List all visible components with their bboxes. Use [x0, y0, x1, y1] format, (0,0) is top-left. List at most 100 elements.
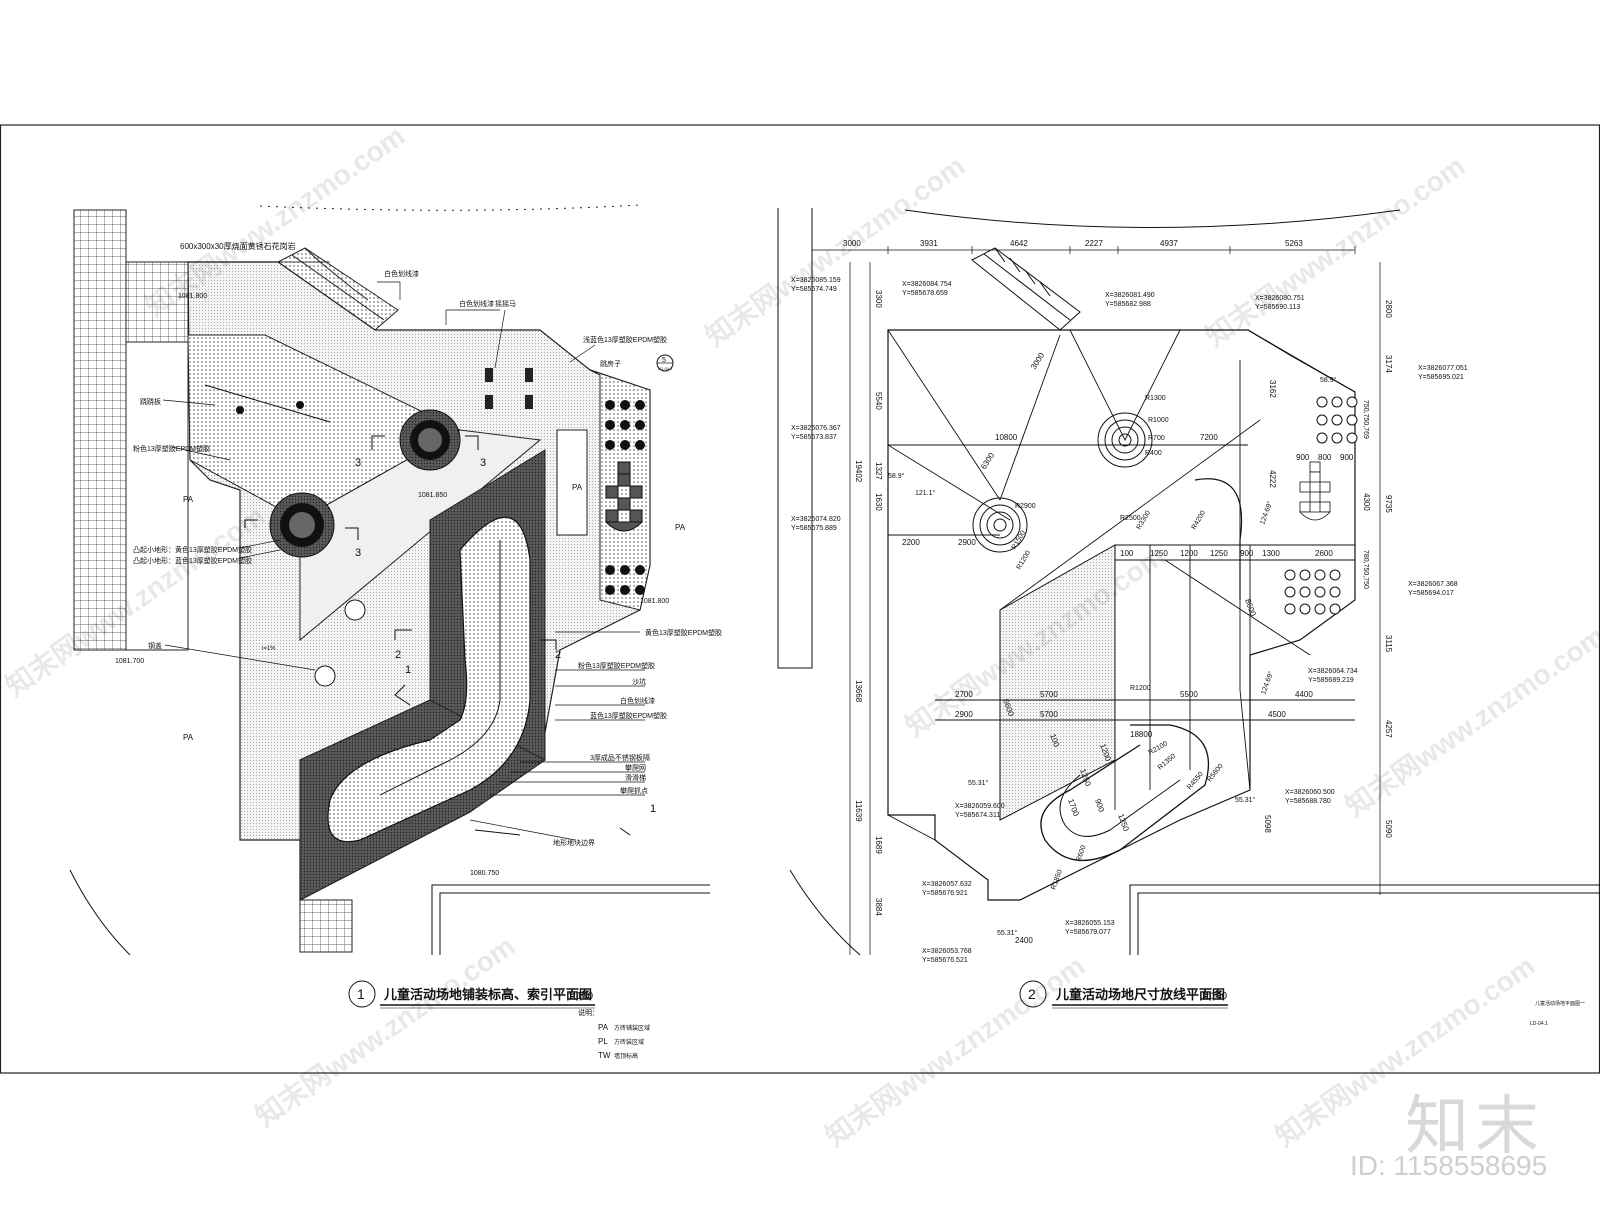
coord-11-y: Y=585674.311: [955, 812, 1000, 819]
inner-dim-28: 4222: [1268, 470, 1277, 488]
blue-epdm-band: [589, 369, 651, 611]
rocking-horses: [485, 368, 533, 409]
radius-11: R4550: [1186, 771, 1205, 791]
right-dim-1: 2800: [1384, 300, 1393, 318]
stairs-1: [277, 247, 399, 331]
section-1b: 1: [650, 803, 656, 815]
label-pa-2: PA: [572, 483, 583, 492]
leader-lines: [162, 261, 645, 841]
elevation-1: 1081.800: [178, 293, 207, 300]
right-dim-6: 780,750,750: [1362, 550, 1369, 589]
radius-17: R2500: [1120, 515, 1141, 522]
plan1-number-circle: [348, 980, 376, 1008]
coord-11-x: X=3826059.600: [955, 803, 1005, 810]
note-1-text: 方砖铺装区域: [614, 1024, 650, 1032]
coord-4-y: Y=585690.113: [1255, 304, 1300, 311]
inner-dim-33: 900: [1093, 798, 1106, 814]
edge-grid-strip: [73, 209, 127, 651]
label-seesaw: 跷跷板: [140, 397, 161, 406]
section-3b: 3: [480, 457, 486, 469]
coord-1-y: Y=585674.749: [791, 286, 837, 293]
inner-dim-22: 5700: [1040, 710, 1058, 719]
plan2-inner-dims: 10800 7200 6300 3000 2200 2900 900 800 9…: [902, 351, 1354, 945]
top-dim-6: 5263: [1285, 239, 1303, 248]
plan2-circle-1: [1097, 412, 1153, 468]
coord-5-y: Y=585695.021: [1418, 374, 1464, 381]
inner-dim-31: 1700: [1066, 798, 1081, 818]
right-dim-2: 3174: [1384, 355, 1393, 373]
edge-grid-top: [125, 261, 189, 343]
right-dim-7: 3115: [1384, 635, 1393, 653]
inner-dim-10: 2600: [1315, 549, 1333, 558]
plan-2: 3000 3931 4642 2227 4937 5263 2800 3174 …: [777, 208, 1600, 1027]
dot-grid-bottom: [605, 565, 645, 595]
plan2-number-circle: [1019, 980, 1047, 1008]
plan2-structure-lines: [887, 329, 1356, 841]
angle-6: 55.31°: [968, 779, 989, 787]
inner-dim-7: 900: [1296, 453, 1310, 462]
label-climb-point: 攀爬抓点: [620, 786, 648, 795]
inner-dim-15: 900: [1240, 549, 1254, 558]
angle-4: 124.69°: [1258, 500, 1274, 526]
seesaw-line: [204, 384, 331, 423]
label-pa-1: PA: [183, 495, 194, 504]
inner-dim-35: 1250: [1116, 813, 1131, 833]
sheet-name: 儿童活动场地平面图一: [1535, 1000, 1585, 1007]
plan2-context: [777, 208, 1600, 956]
note-2-code: PL: [598, 1037, 608, 1046]
label-pa-3: PA: [675, 523, 686, 532]
top-dim-4: 2227: [1085, 239, 1103, 248]
inner-dim-8: 800: [1318, 453, 1332, 462]
plan2-shaded-band: [999, 544, 1116, 821]
coord-2-y: Y=585678.659: [902, 290, 948, 297]
radius-14: R1850: [1050, 869, 1064, 891]
plan2-outline: [887, 329, 1356, 901]
bottom-grid: [299, 899, 353, 953]
coord-14-x: X=3826053.768: [922, 948, 972, 955]
inner-dim-23: 4500: [1268, 710, 1286, 719]
inner-dim-27: 3162: [1268, 380, 1277, 398]
label-blue-epdm: 浅蓝色13厚塑胶EPDM塑胶: [583, 335, 667, 344]
coord-1-x: X=3826085.159: [791, 277, 841, 284]
left-dim-8: 1689: [874, 836, 883, 854]
radius-16: R4200: [1191, 510, 1207, 531]
brand-logo: 知末: [1405, 1090, 1545, 1164]
note-3-text: 墙顶标高: [614, 1052, 638, 1060]
coord-13-y: Y=585679.077: [1065, 929, 1111, 936]
note-3-code: TW: [598, 1051, 611, 1060]
inner-dim-12: 1250: [1150, 549, 1168, 558]
coord-8-y: Y=585694.017: [1408, 590, 1454, 597]
plan-1: 600x300x30厚烧面黄锈石花岗岩 白色划线漆 白色划线漆 摇摇马 浅蓝色1…: [69, 204, 722, 1060]
label-hopscotch: 跳房子: [600, 359, 621, 368]
label-boundary: 地形地块边界: [553, 838, 595, 847]
inner-dim-9: 900: [1340, 453, 1354, 462]
index-5-sheet: LD-04.4: [658, 366, 673, 371]
dot-grid-top: [605, 400, 645, 450]
angle-5: 124.69°: [1259, 670, 1275, 696]
inner-dim-25: 2400: [1015, 936, 1033, 945]
coord-4-x: X=3826080.751: [1255, 295, 1305, 302]
radius-2: R1000: [1148, 417, 1169, 424]
angle-3: 121.1°: [915, 489, 936, 497]
top-dim-2: 3931: [920, 239, 938, 248]
radius-1: R1300: [1145, 395, 1166, 402]
plan2-coords: X=3826085.159 Y=585674.749 X=3826084.754…: [791, 277, 1468, 964]
notes-title: 说明：: [578, 1008, 599, 1017]
inner-dim-21: 2900: [955, 710, 973, 719]
coord-3-y: Y=585682.988: [1105, 301, 1151, 308]
coord-2-x: X=3826084.754: [902, 281, 952, 288]
right-dim-5: 4300: [1362, 493, 1371, 511]
coord-14-y: Y=585676.521: [922, 957, 968, 964]
inner-dim-18: 5700: [1040, 690, 1058, 699]
coord-9-y: Y=585689.219: [1308, 677, 1354, 684]
inner-dim-2: 7200: [1200, 433, 1218, 442]
note-2-text: 方砖装区域: [614, 1038, 644, 1046]
plan2-title: 儿童活动场地尺寸放线平面图: [1055, 987, 1225, 1002]
label-slide: 滑滑梯: [625, 773, 646, 782]
section-3a: 3: [355, 457, 361, 469]
inner-dim-17: 2700: [955, 690, 973, 699]
elevation-3: 1081.800: [640, 598, 669, 605]
top-dim-5: 4937: [1160, 239, 1178, 248]
